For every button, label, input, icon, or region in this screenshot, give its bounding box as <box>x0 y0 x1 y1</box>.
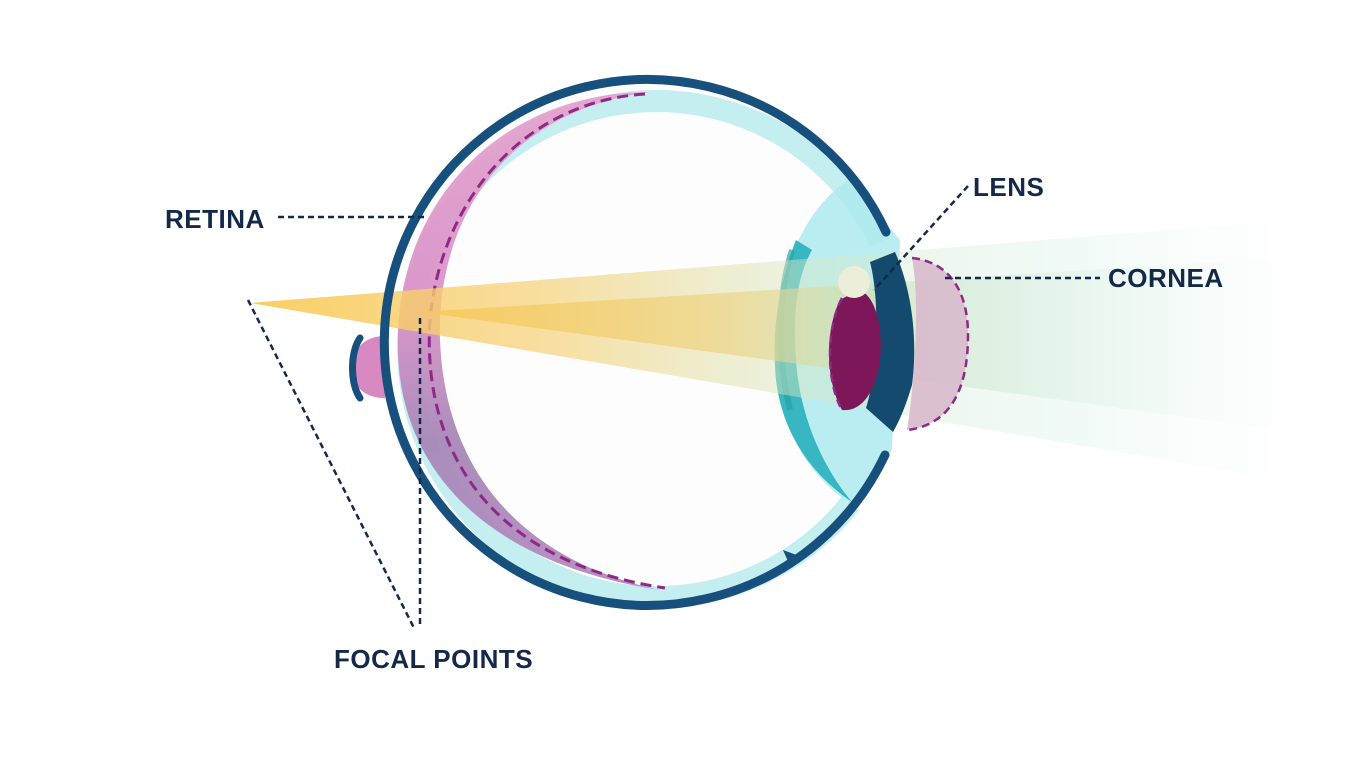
retina <box>397 92 660 590</box>
pupil <box>828 290 881 411</box>
lens <box>828 252 915 432</box>
cornea-label: CORNEA <box>1108 263 1224 293</box>
sclera-outline <box>379 74 891 610</box>
retina-label: RETINA <box>165 204 265 234</box>
lens-highlight <box>838 266 870 298</box>
lens-label: LENS <box>973 172 1044 202</box>
muscle-notch <box>783 550 802 566</box>
lens-leader-line <box>873 185 969 291</box>
focal-point-leader-line-1 <box>246 299 416 629</box>
focal-points-label: FOCAL POINTS <box>334 644 533 674</box>
optic-nerve <box>349 334 385 402</box>
cornea <box>906 256 970 432</box>
leader-lines <box>246 185 1100 629</box>
